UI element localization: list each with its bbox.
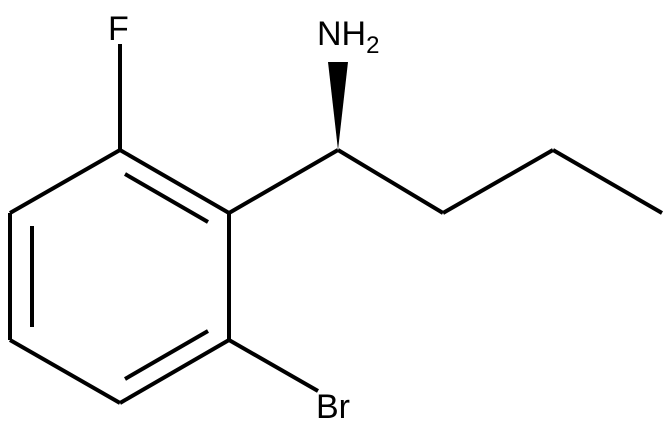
bromine-label: Br <box>316 388 350 426</box>
fluorine-label: F <box>108 10 129 48</box>
bond-c5-bromine <box>228 338 319 393</box>
bond-ring-c6-c1 <box>118 148 231 215</box>
bond-ring-c4-c5 <box>118 338 231 405</box>
amine-nh-text: NH <box>317 15 366 53</box>
bond-ring-c3-c4 <box>9 338 121 405</box>
bond-chiral-to-ch2 <box>336 148 445 215</box>
bond-ch2-to-ch3 <box>551 148 664 215</box>
amine-subscript: 2 <box>366 32 379 59</box>
bond-c6-chiral-carbon <box>227 148 340 215</box>
amine-label: NH2 <box>317 15 379 59</box>
bond-ch2-to-ch2 <box>442 148 554 215</box>
bond-ring-inner-c4-c5 <box>123 329 210 381</box>
bond-ring-c1-c2 <box>9 148 121 215</box>
wedge-bond-chiral-to-amine <box>328 62 348 150</box>
bond-ring-inner-c1-c6 <box>123 172 210 224</box>
